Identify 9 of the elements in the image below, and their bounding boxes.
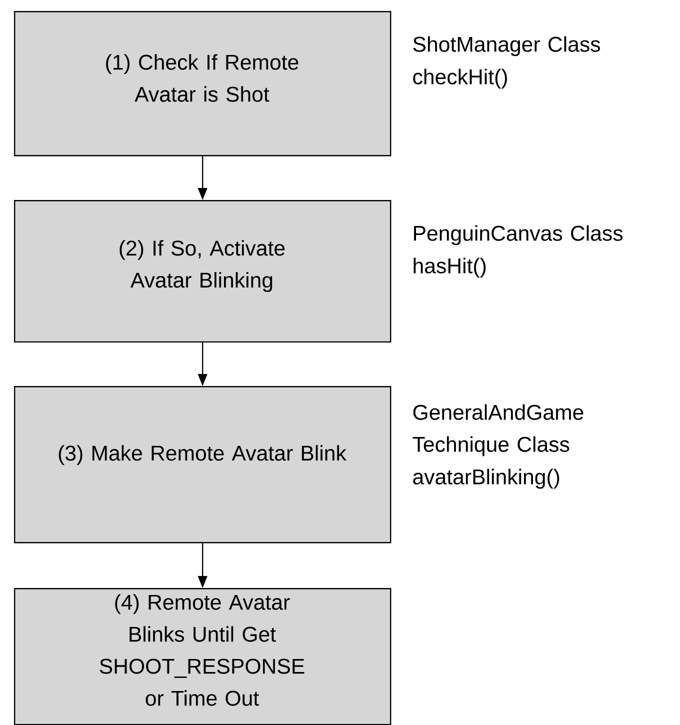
- process-box: (3) Make Remote Avatar Blink: [14, 386, 392, 544]
- process-box: (2) If So, Activate Avatar Blinking: [14, 200, 392, 343]
- side-note: checkHit(): [413, 68, 507, 89]
- side-note: PenguinCanvas Class: [414, 225, 623, 246]
- process-box: (1) Check If Remote Avatar is Shot: [14, 11, 392, 156]
- side-note: ShotManager Class: [413, 36, 600, 56]
- side-note: hasHit(): [414, 258, 486, 278]
- process-box: (4) Remote Avatar Blinks Until Get SHOOT_RESPONSE or Time Out: [14, 588, 392, 725]
- side-note: avatarBlinking(): [413, 468, 560, 489]
